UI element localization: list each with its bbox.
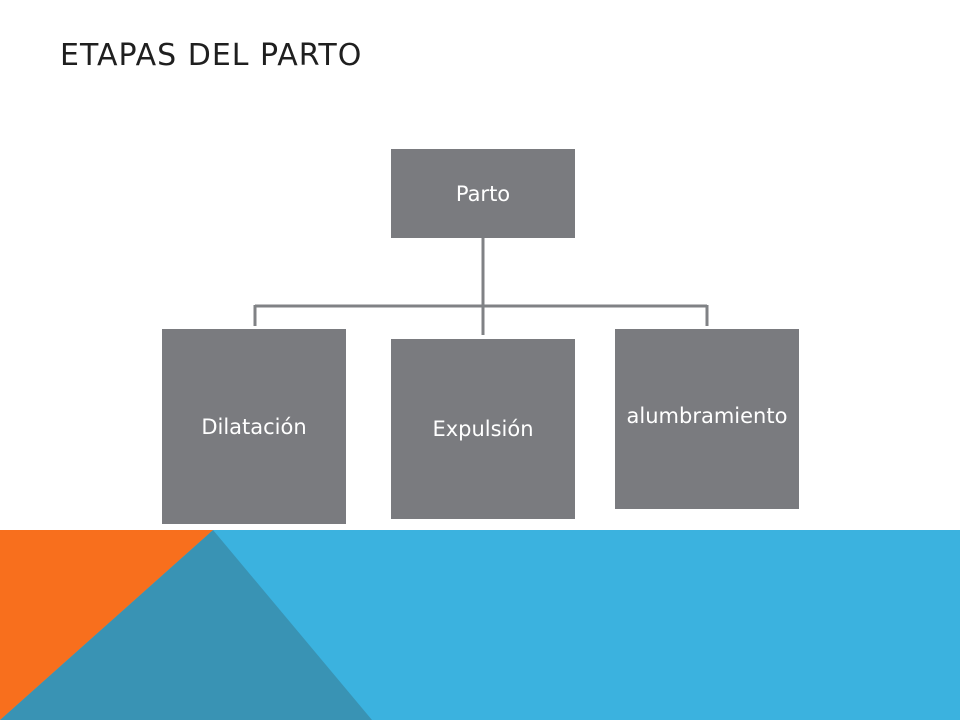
node-child-expulsion: Expulsión xyxy=(391,339,575,519)
node-child-alumbramiento: alumbramiento xyxy=(615,329,799,509)
footer-teal-triangle xyxy=(0,530,372,720)
footer-orange-triangle xyxy=(0,530,213,720)
node-child-label: Dilatación xyxy=(201,414,307,439)
node-root-label: Parto xyxy=(455,181,511,206)
slide-title: ETAPAS DEL PARTO xyxy=(60,38,363,73)
node-root: Parto xyxy=(391,149,575,238)
node-child-label: alumbramiento xyxy=(626,404,788,428)
node-child-label: Expulsión xyxy=(432,417,534,441)
node-child-dilatacion: Dilatación xyxy=(162,329,346,524)
